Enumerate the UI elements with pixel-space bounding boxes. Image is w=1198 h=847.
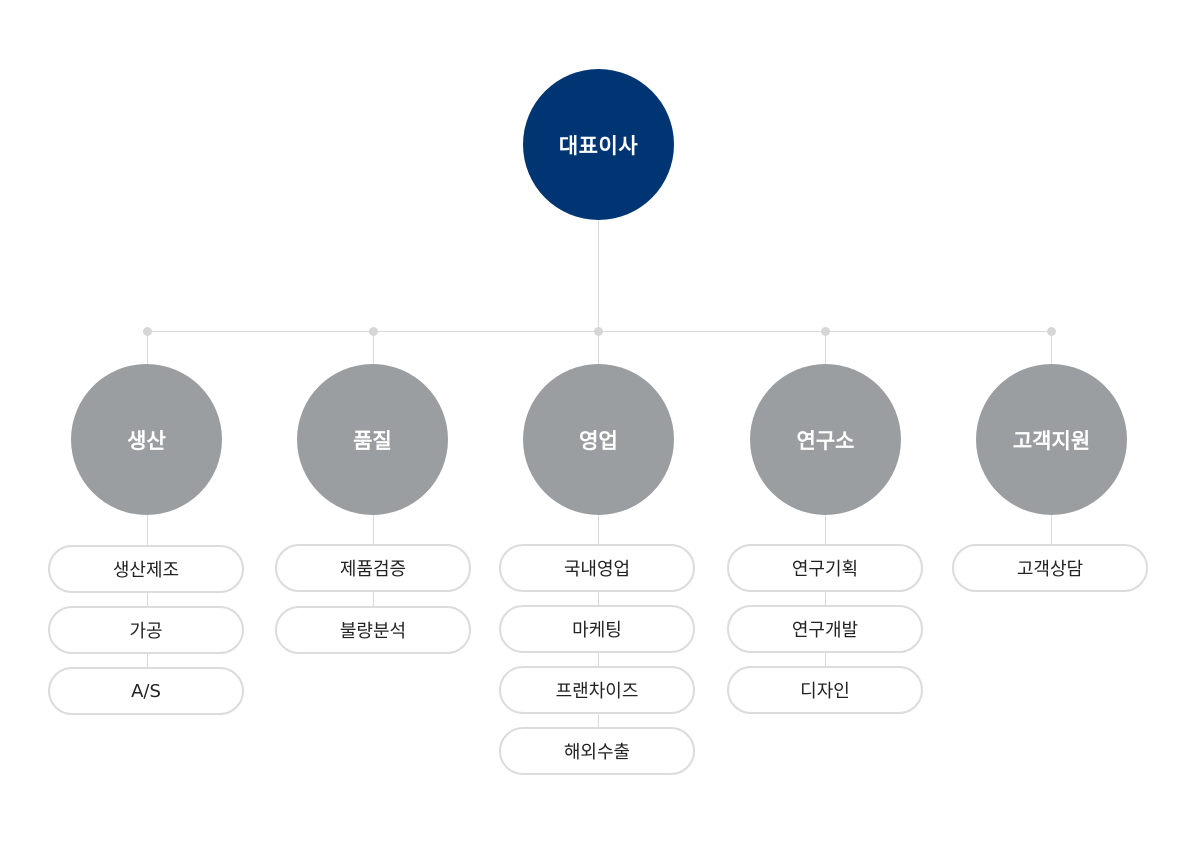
team-box: 디자인	[727, 666, 923, 714]
team-box: 제품검증	[275, 544, 471, 592]
bus-node-dot	[1047, 327, 1056, 336]
department-node-sales: 영업	[523, 364, 674, 515]
ceo-node: 대표이사	[523, 69, 674, 220]
bus-node-dot	[369, 327, 378, 336]
bus-node-dot	[821, 327, 830, 336]
department-node-production: 생산	[71, 364, 222, 515]
department-drop-line	[825, 332, 826, 364]
team-box: 불량분석	[275, 606, 471, 654]
bus-node-dot	[143, 327, 152, 336]
department-node-research: 연구소	[750, 364, 901, 515]
department-drop-line	[598, 332, 599, 364]
team-connector-line	[1051, 515, 1052, 547]
team-box: 해외수출	[499, 727, 695, 775]
team-box: 고객상담	[952, 544, 1148, 592]
ceo-connector-line	[598, 220, 599, 331]
team-box: 국내영업	[499, 544, 695, 592]
department-drop-line	[373, 332, 374, 364]
department-drop-line	[147, 332, 148, 364]
bus-node-dot	[594, 327, 603, 336]
department-node-customer-support: 고객지원	[976, 364, 1127, 515]
team-box: A/S	[48, 667, 244, 715]
team-box: 연구기획	[727, 544, 923, 592]
team-box: 생산제조	[48, 545, 244, 593]
department-node-quality: 품질	[297, 364, 448, 515]
team-box: 가공	[48, 606, 244, 654]
team-connector-line	[825, 515, 826, 669]
team-box: 연구개발	[727, 605, 923, 653]
department-drop-line	[1051, 332, 1052, 364]
team-box: 마케팅	[499, 605, 695, 653]
team-box: 프랜차이즈	[499, 666, 695, 714]
